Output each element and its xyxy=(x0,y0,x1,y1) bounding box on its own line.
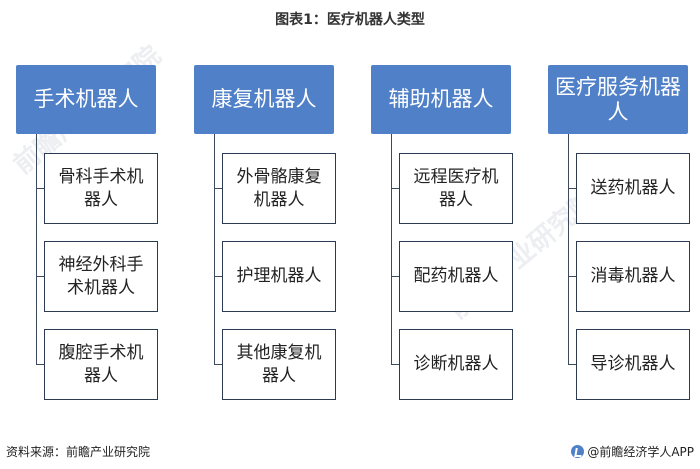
connector-vertical xyxy=(36,134,37,365)
connector-vertical xyxy=(568,134,569,365)
subtype-medicine-delivery-robot: 送药机器人 xyxy=(576,153,690,224)
category-assistive-robot: 辅助机器人 xyxy=(371,65,511,134)
connector-horizontal xyxy=(214,188,222,189)
brand-credit: @前瞻经济学人APP xyxy=(571,443,694,460)
brand-logo-icon xyxy=(571,445,585,458)
subtype-orthopedic-surgical-robot: 骨科手术机器人 xyxy=(44,153,158,224)
connector-vertical xyxy=(391,134,392,365)
category-surgical-robot: 手术机器人 xyxy=(16,65,156,134)
connector-horizontal xyxy=(391,364,399,365)
category-medical-service-robot: 医疗服务机器人 xyxy=(548,65,688,134)
subtype-telemedicine-robot: 远程医疗机器人 xyxy=(399,153,513,224)
figure-title: 图表1：医疗机器人类型 xyxy=(275,12,425,28)
subtype-dispensing-robot: 配药机器人 xyxy=(399,241,513,312)
subtype-diagnostic-robot: 诊断机器人 xyxy=(399,329,513,400)
subtype-nursing-robot: 护理机器人 xyxy=(222,241,336,312)
connector-horizontal xyxy=(214,364,222,365)
connector-horizontal xyxy=(568,276,576,277)
connector-horizontal xyxy=(391,276,399,277)
connector-horizontal xyxy=(391,188,399,189)
subtype-laparoscopic-surgical-robot: 腹腔手术机器人 xyxy=(44,329,158,400)
subtype-disinfection-robot: 消毒机器人 xyxy=(576,241,690,312)
subtype-other-rehab-robot: 其他康复机器人 xyxy=(222,329,336,400)
brand-credit-label: @前瞻经济学人APP xyxy=(587,445,694,459)
category-rehabilitation-robot: 康复机器人 xyxy=(194,65,334,134)
subtype-guide-robot: 导诊机器人 xyxy=(576,329,690,400)
connector-horizontal xyxy=(36,364,44,365)
connector-horizontal xyxy=(214,276,222,277)
connector-horizontal xyxy=(36,188,44,189)
connector-horizontal xyxy=(568,364,576,365)
subtype-exoskeleton-rehab-robot: 外骨骼康复机器人 xyxy=(222,153,336,224)
source-note: 资料来源：前瞻产业研究院 xyxy=(6,445,151,459)
connector-horizontal xyxy=(36,276,44,277)
connector-vertical xyxy=(214,134,215,365)
connector-horizontal xyxy=(568,188,576,189)
subtype-neurosurgical-robot: 神经外科手术机器人 xyxy=(44,241,158,312)
